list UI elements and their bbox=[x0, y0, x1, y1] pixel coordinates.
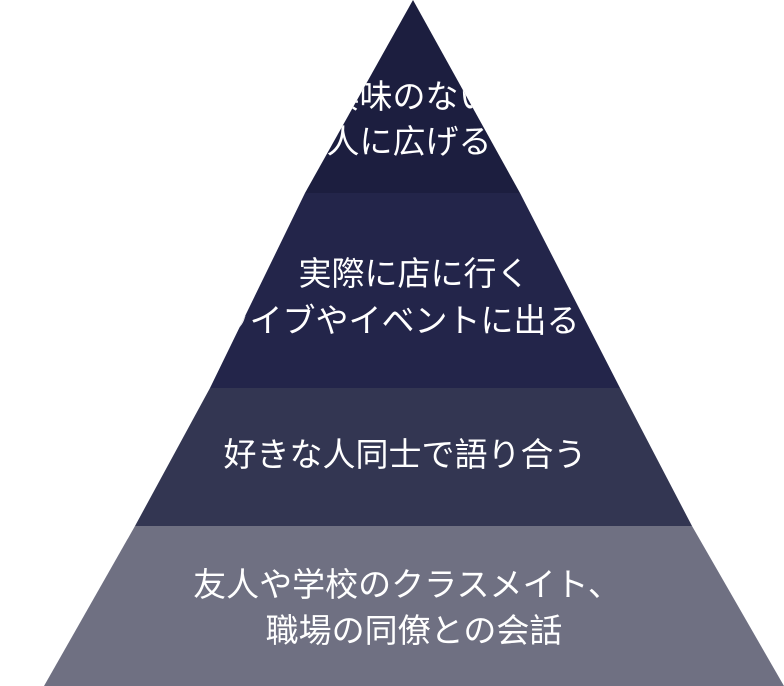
tier-base-label-line2: 職場の同僚との会話 bbox=[266, 611, 563, 650]
tier-base-label-line1: 友人や学校のクラスメイト、 bbox=[193, 565, 621, 604]
tier-upper-middle-label-line1: 実際に店に行く bbox=[299, 254, 530, 293]
tier-top-label-line1: 興味のない bbox=[327, 77, 492, 116]
pyramid-tier-base bbox=[44, 526, 784, 686]
tier-top-label-line2: 人に広げる bbox=[327, 122, 492, 161]
tier-lower-middle-label: 好きな人同士で語り合う bbox=[224, 435, 587, 474]
pyramid-tier-lower-middle bbox=[135, 388, 692, 526]
tier-upper-middle-label-line2: ライブやイベントに出る bbox=[217, 301, 580, 340]
pyramid-tier-top bbox=[305, 0, 520, 193]
pyramid-tier-upper-middle bbox=[210, 193, 620, 388]
